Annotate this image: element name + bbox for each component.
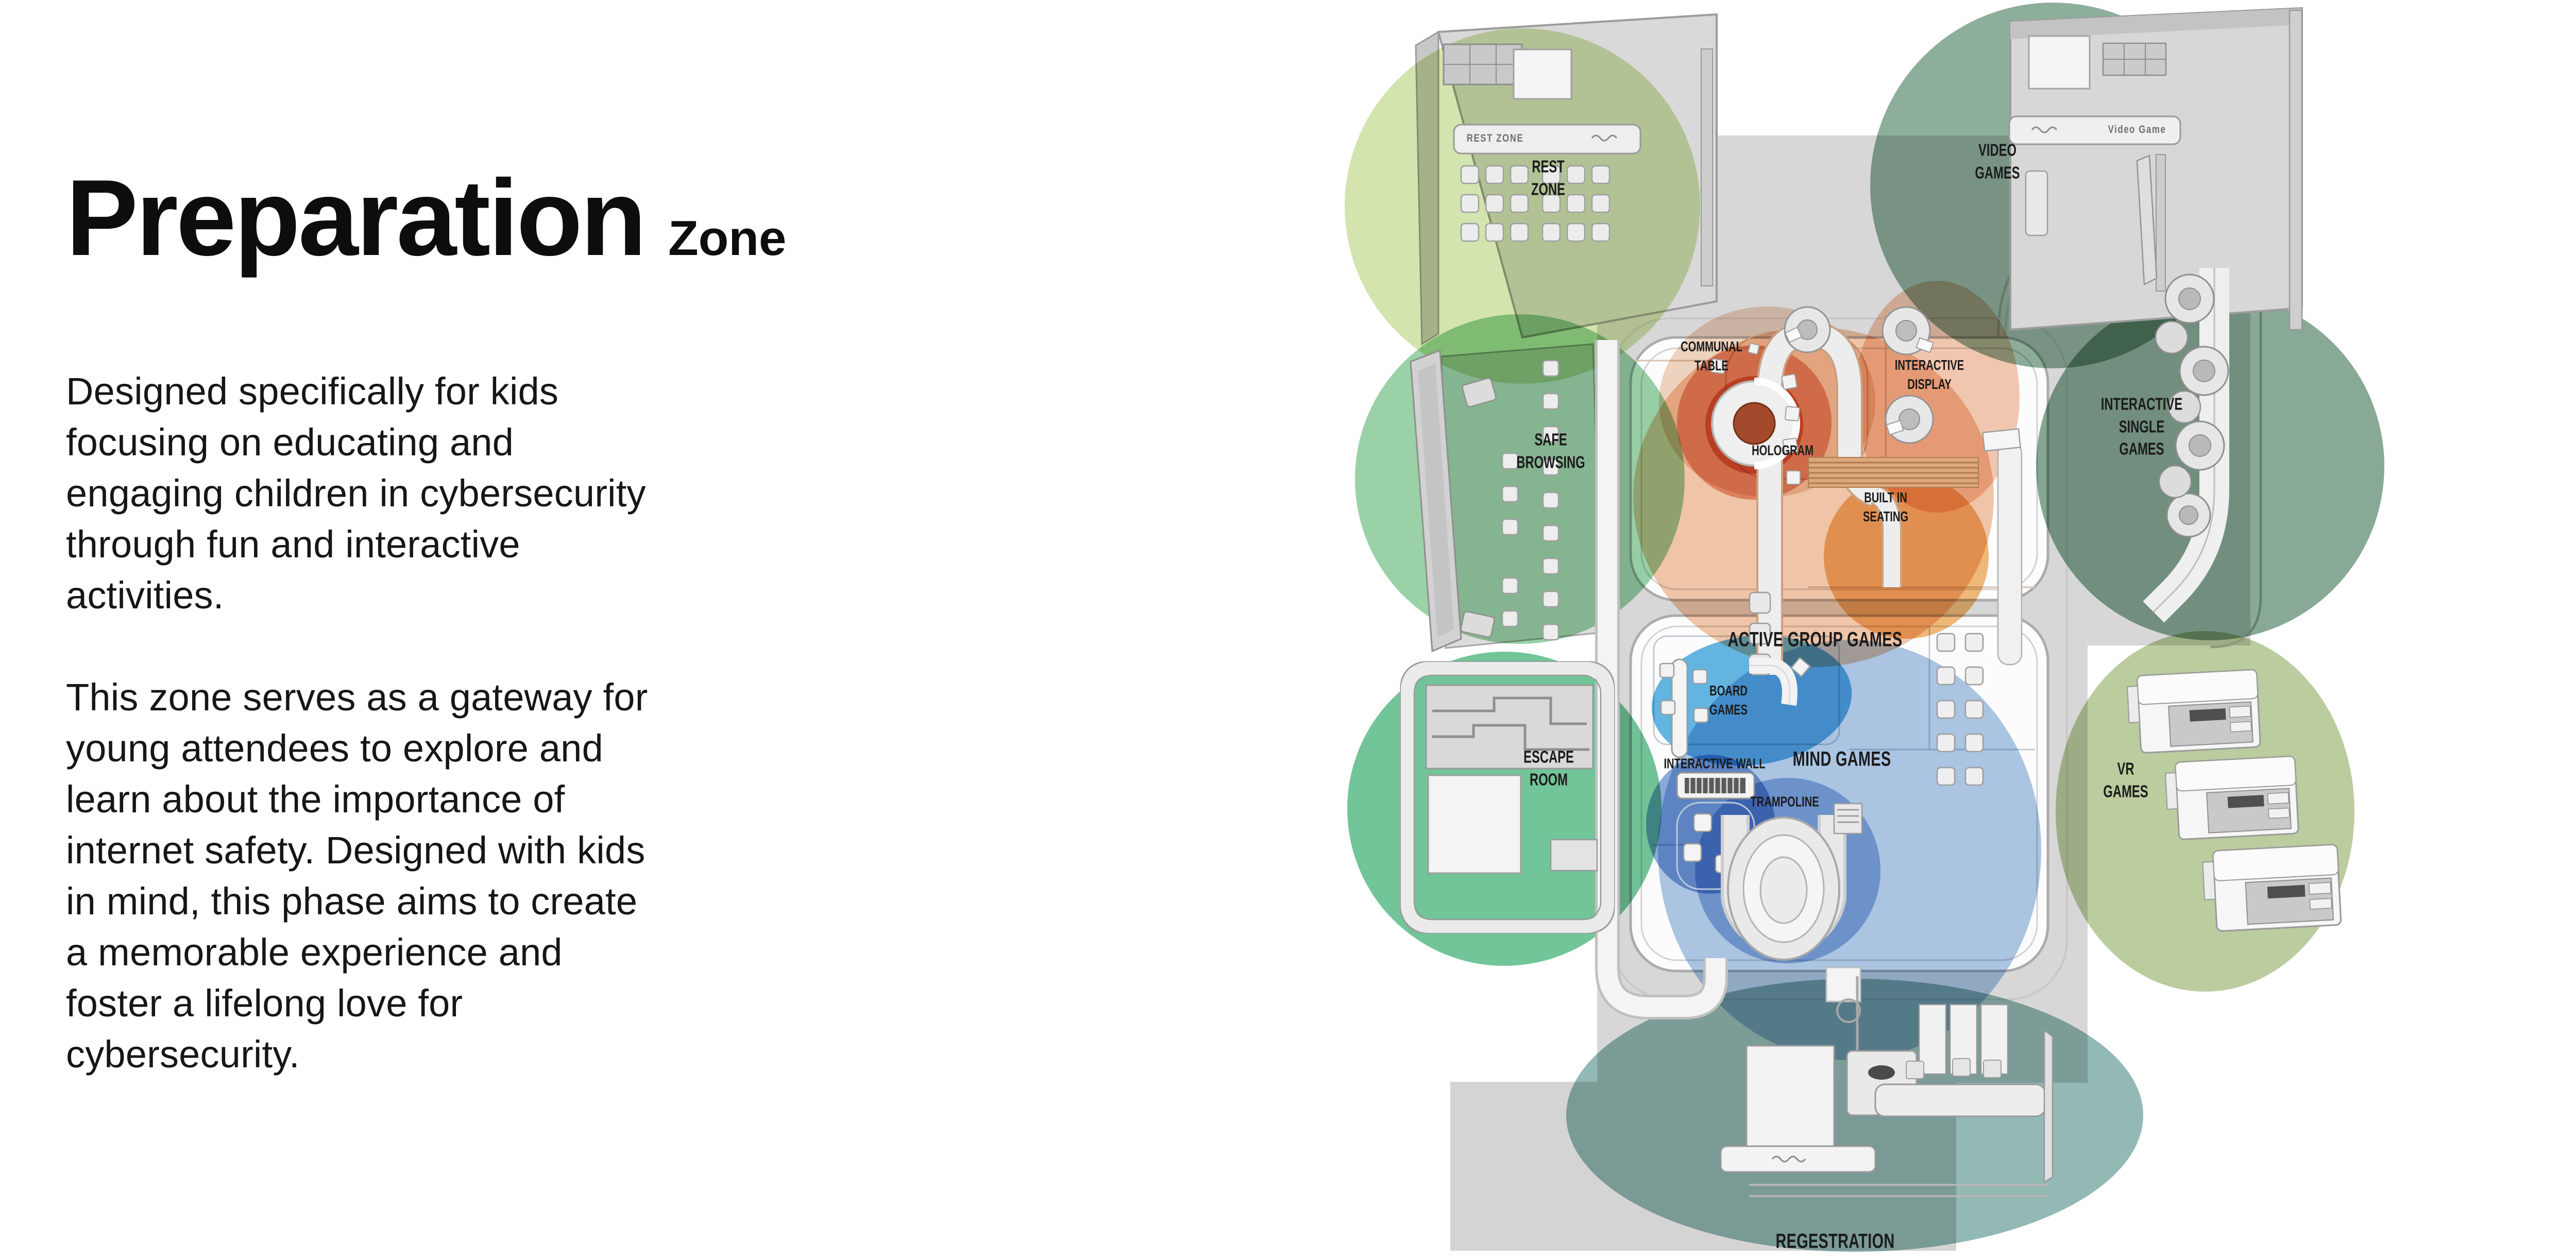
mind-games-label: MIND GAMES xyxy=(1792,747,1891,771)
title-suffix: Zone xyxy=(668,211,787,266)
interactive-wall-label: INTERACTIVE WALL xyxy=(1664,755,1766,772)
interactive-single-games-pods xyxy=(2143,268,2229,623)
arabic-logo xyxy=(2031,126,2058,133)
vr-games-stations xyxy=(2127,669,2342,932)
built-in-seating-bench xyxy=(1808,457,1979,488)
arabic-logo xyxy=(1771,1155,1806,1163)
left-corridor xyxy=(1595,340,1861,1019)
intro-paragraph-2: This zone serves as a gateway for young … xyxy=(66,676,648,1076)
video-games-room xyxy=(2008,7,2303,331)
vr-games-label: VR GAMES xyxy=(2103,759,2148,801)
escape-room-structure xyxy=(1400,661,1615,934)
arabic-logo xyxy=(1591,134,1618,142)
video-games-label: VIDEO GAMES xyxy=(1975,140,2020,182)
mind-games-area xyxy=(1659,633,1984,961)
built-in-seating-label: BUILT IN SEATING xyxy=(1862,489,1909,524)
safe-browsing-label: SAFE BROWSING xyxy=(1516,430,1585,471)
built-in-seating-overlay xyxy=(1824,474,1989,639)
interactive-display-label: INTERACTIVE DISPLAY xyxy=(1894,357,1964,392)
regestration-label: REGESTRATION xyxy=(1775,1230,1895,1253)
active-group-games-label: ACTIVE GROUP GAMES xyxy=(1727,628,1903,651)
escape-room-label: ESCAPE ROOM xyxy=(1523,747,1574,789)
title-main: Preparation xyxy=(66,157,647,278)
intro-paragraph-1: Designed specifically for kids focusing … xyxy=(66,370,646,617)
registration-desk xyxy=(1720,976,2054,1197)
intro-panel: Preparation Zone Designed specifically f… xyxy=(66,164,839,1080)
page-title: Preparation Zone xyxy=(66,164,839,272)
board-games-label: BOARD GAMES xyxy=(1709,683,1748,718)
hologram-label: HOLOGRAM xyxy=(1752,442,1814,458)
rest-zone-room xyxy=(1443,43,1713,286)
communal-table-label: COMMUNAL TABLE xyxy=(1681,338,1742,373)
rest-zone-label: REST ZONE xyxy=(1531,157,1566,198)
interactive-single-games-label: INTERACTIVE SINGLE GAMES xyxy=(2100,394,2183,458)
rest-zone-sign: REST ZONE xyxy=(1466,132,1524,144)
safe-browsing-room xyxy=(1410,349,1560,653)
trampoline-structure xyxy=(1721,803,1863,961)
video-games-sign: Video Game xyxy=(2108,124,2166,135)
trampoline-label: TRAMPOLINE xyxy=(1750,793,1819,810)
active-group-games-area xyxy=(1710,306,2023,676)
